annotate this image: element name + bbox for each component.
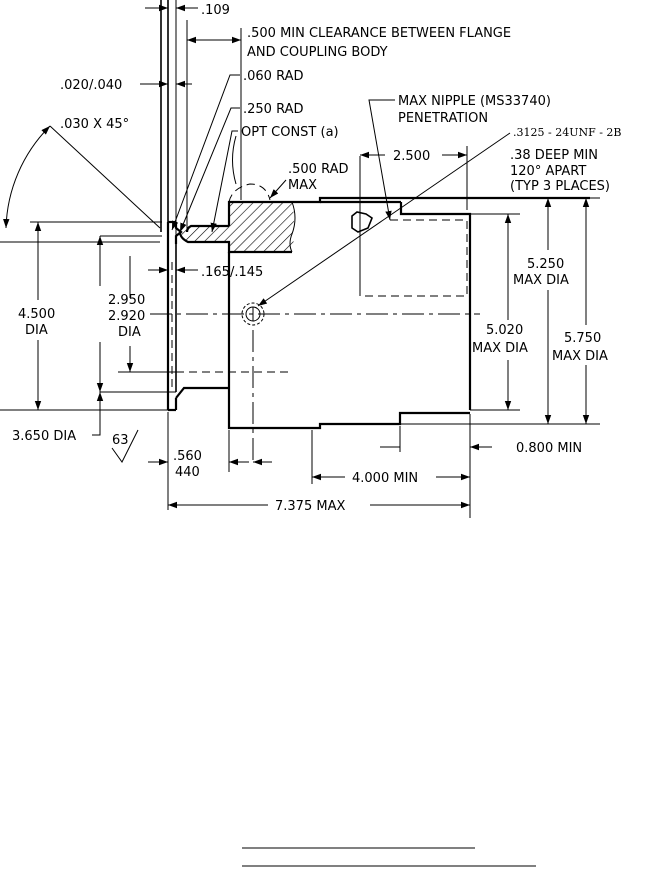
dim-5020-label-line1: 5.020 bbox=[486, 323, 523, 338]
dim-5750-label-line1: 5.750 bbox=[564, 331, 601, 346]
clearance-label-line1: .500 MIN CLEARANCE BETWEEN FLANGE bbox=[247, 26, 511, 41]
chamfer-callout: .030 X 45° bbox=[3, 117, 161, 229]
nipple-callout: MAX NIPPLE (MS33740) PENETRATION bbox=[368, 94, 551, 221]
dim-109-label: .109 bbox=[201, 3, 230, 18]
dim-440-label: 440 bbox=[175, 465, 200, 480]
rad-250-callout: .250 RAD bbox=[179, 102, 304, 233]
thread-callout: .3125 - 24UNF - 2B .38 DEEP MIN 120° APA… bbox=[257, 126, 622, 307]
dim-165-145: .165/.145 bbox=[148, 265, 263, 280]
dim-5250: 5.250 MAX DIA bbox=[513, 198, 569, 424]
dim-0800: 0.800 MIN bbox=[380, 414, 582, 518]
nipple-label-line2: PENETRATION bbox=[398, 111, 488, 126]
dim-5750: 5.750 MAX DIA bbox=[552, 198, 608, 424]
dim-4500-label-line2: DIA bbox=[25, 323, 48, 338]
opt-const-callout: OPT CONST (a) bbox=[210, 125, 339, 233]
rad-500-label-line1: .500 RAD bbox=[288, 162, 349, 177]
dim-2920-label: 2.920 bbox=[108, 309, 145, 324]
dim-4500-label-line1: 4.500 bbox=[18, 307, 55, 322]
finish-63-label: 63 bbox=[112, 433, 129, 448]
dim-4000: 4.000 MIN bbox=[311, 430, 470, 486]
surface-finish: 63 bbox=[111, 429, 139, 463]
dim-560-440: .560 440 bbox=[148, 412, 272, 510]
thread-label-line3: 120° APART bbox=[510, 164, 586, 179]
dim-165-145-label: .165/.145 bbox=[201, 265, 263, 280]
dim-4000-label: 4.000 MIN bbox=[352, 471, 418, 486]
chamfer-label: .030 X 45° bbox=[60, 117, 129, 132]
dim-3650-label: 3.650 DIA bbox=[12, 429, 76, 444]
dim-5020: 5.020 MAX DIA bbox=[472, 214, 528, 410]
dim-0800-label: 0.800 MIN bbox=[516, 441, 582, 456]
clearance-label-line2: AND COUPLING BODY bbox=[247, 45, 388, 60]
footer-rules bbox=[242, 847, 536, 867]
rad-500-label-line2: MAX bbox=[288, 178, 317, 193]
dim-29xx-dia-label: DIA bbox=[118, 325, 141, 340]
rad-500-callout: .500 RAD MAX bbox=[269, 162, 349, 199]
dim-109: .109 bbox=[145, 3, 230, 18]
dim-2500: 2.500 bbox=[359, 146, 468, 296]
dim-5250-label-line2: MAX DIA bbox=[513, 273, 569, 288]
dim-4500: 4.500 DIA bbox=[0, 222, 168, 411]
dim-560-label: .560 bbox=[173, 449, 202, 464]
dim-5020-label-line2: MAX DIA bbox=[472, 341, 528, 356]
dim-7375: 7.375 MAX bbox=[168, 499, 470, 514]
dim-5250-label-line1: 5.250 bbox=[527, 257, 564, 272]
thread-label-line2: .38 DEEP MIN bbox=[510, 148, 598, 163]
rad-060-callout: .060 RAD bbox=[171, 69, 304, 231]
dim-2950-label: 2.950 bbox=[108, 293, 145, 308]
thread-label-line4: (TYP 3 PLACES) bbox=[510, 179, 610, 194]
opt-const-label: OPT CONST (a) bbox=[241, 125, 339, 140]
dim-020-040: .020/.040 bbox=[60, 78, 192, 93]
dim-020-040-label: .020/.040 bbox=[60, 78, 122, 93]
centerline bbox=[150, 302, 480, 460]
dim-3650: 3.650 DIA bbox=[12, 392, 104, 444]
dim-7375-label: 7.375 MAX bbox=[275, 499, 345, 514]
dim-clearance: .500 MIN CLEARANCE BETWEEN FLANGE AND CO… bbox=[187, 26, 511, 60]
rad-060-label: .060 RAD bbox=[243, 69, 304, 84]
thread-label-line1: .3125 - 24UNF - 2B bbox=[513, 126, 622, 139]
dim-2500-label: 2.500 bbox=[393, 149, 430, 164]
reference-lines bbox=[160, 0, 242, 240]
rad-250-label: .250 RAD bbox=[243, 102, 304, 117]
part-body bbox=[100, 183, 590, 430]
extension-lines-top bbox=[0, 197, 600, 425]
dim-2950: 2.950 2.920 DIA bbox=[96, 236, 176, 392]
dim-5750-label-line2: MAX DIA bbox=[552, 349, 608, 364]
nipple-label-line1: MAX NIPPLE (MS33740) bbox=[398, 94, 551, 109]
